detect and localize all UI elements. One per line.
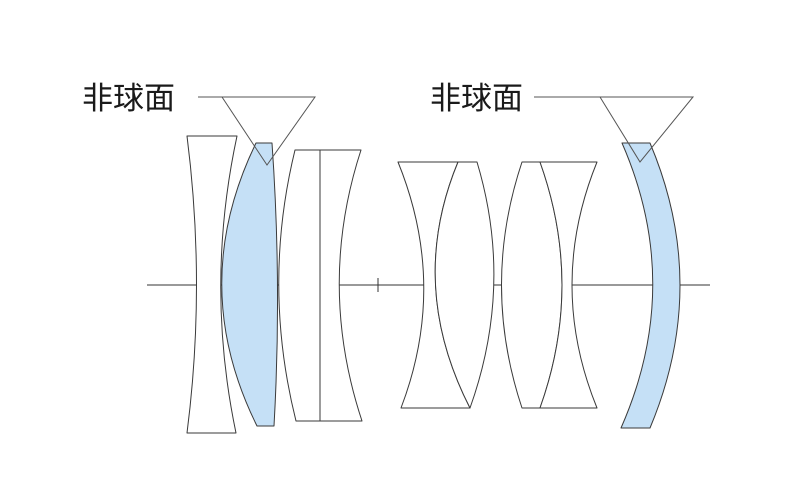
aspherical-label-right: 非球面 xyxy=(430,81,523,117)
aspherical-callout-right xyxy=(534,96,695,163)
lens-element-8 xyxy=(539,161,598,409)
aspherical-label-left: 非球面 xyxy=(82,81,175,117)
aspherical-lens-element-1 xyxy=(221,142,279,427)
lens-element-3 xyxy=(278,149,321,422)
lens-element-4 xyxy=(319,149,363,422)
lens-element-1 xyxy=(186,135,238,434)
lens-element-6 xyxy=(434,161,495,409)
callout-triangle-left xyxy=(221,96,316,166)
callout-triangle-right xyxy=(599,96,695,163)
aspherical-callout-left xyxy=(198,96,316,166)
aspherical-lens-element-2 xyxy=(620,142,681,429)
